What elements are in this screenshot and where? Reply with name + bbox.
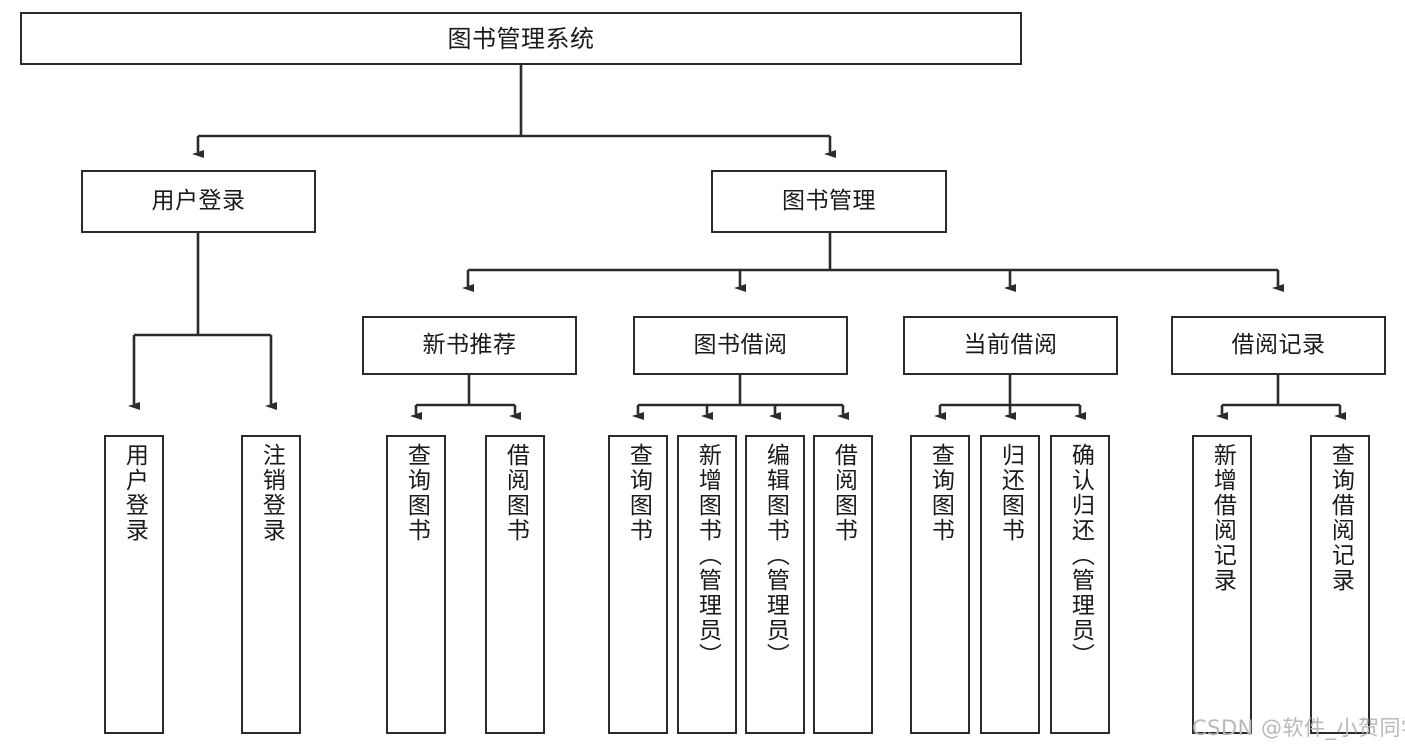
node-leaf-query-book-2-label: 查询图书: [625, 443, 652, 543]
node-leaf-user-login-label: 用户登录: [121, 443, 148, 543]
node-new-book-recommend-label: 新书推荐: [422, 332, 517, 358]
node-leaf-borrow-book-2-label: 借阅图书: [830, 443, 857, 543]
node-leaf-confirm-return-label: 确认归还（管理员）: [1067, 443, 1094, 668]
node-leaf-edit-book-label: 编辑图书（管理员）: [762, 443, 789, 668]
node-leaf-query-book-1[interactable]: 查询图书: [386, 435, 446, 734]
node-current-borrow[interactable]: 当前借阅: [903, 316, 1118, 375]
node-leaf-query-book-3[interactable]: 查询图书: [910, 435, 970, 734]
node-leaf-logout-login-label: 注销登录: [258, 443, 285, 543]
node-leaf-query-book-3-label: 查询图书: [927, 443, 954, 543]
node-leaf-borrow-book-2[interactable]: 借阅图书: [813, 435, 873, 734]
node-leaf-add-book-label: 新增图书（管理员）: [694, 443, 721, 668]
node-leaf-query-book-2[interactable]: 查询图书: [608, 435, 668, 734]
node-root-label: 图书管理系统: [447, 24, 595, 53]
node-leaf-logout-login[interactable]: 注销登录: [241, 435, 301, 734]
node-leaf-add-record-label: 新增借阅记录: [1209, 443, 1236, 593]
node-leaf-return-book-label: 归还图书: [997, 443, 1024, 543]
node-user-login[interactable]: 用户登录: [81, 170, 316, 233]
node-leaf-return-book[interactable]: 归还图书: [980, 435, 1040, 734]
node-leaf-edit-book[interactable]: 编辑图书（管理员）: [745, 435, 805, 734]
node-leaf-add-record[interactable]: 新增借阅记录: [1192, 435, 1252, 734]
node-user-login-label: 用户登录: [151, 188, 246, 214]
node-new-book-recommend[interactable]: 新书推荐: [362, 316, 577, 375]
node-book-management[interactable]: 图书管理: [711, 170, 947, 233]
node-leaf-user-login[interactable]: 用户登录: [104, 435, 164, 734]
node-book-borrow-label: 图书借阅: [693, 332, 788, 358]
node-leaf-query-record[interactable]: 查询借阅记录: [1310, 435, 1370, 734]
node-borrow-record-label: 借阅记录: [1231, 332, 1326, 358]
node-leaf-query-book-1-label: 查询图书: [403, 443, 430, 543]
node-borrow-record[interactable]: 借阅记录: [1171, 316, 1386, 375]
node-current-borrow-label: 当前借阅: [963, 332, 1058, 358]
node-book-borrow[interactable]: 图书借阅: [633, 316, 848, 375]
node-leaf-borrow-book-1-label: 借阅图书: [502, 443, 529, 543]
node-leaf-query-record-label: 查询借阅记录: [1327, 443, 1354, 593]
node-book-management-label: 图书管理: [782, 188, 876, 214]
node-root[interactable]: 图书管理系统: [20, 12, 1022, 65]
node-leaf-borrow-book-1[interactable]: 借阅图书: [485, 435, 545, 734]
node-leaf-add-book[interactable]: 新增图书（管理员）: [677, 435, 737, 734]
node-leaf-confirm-return[interactable]: 确认归还（管理员）: [1050, 435, 1110, 734]
watermark-text: CSDN @软件_小贺同学: [1192, 716, 1405, 740]
